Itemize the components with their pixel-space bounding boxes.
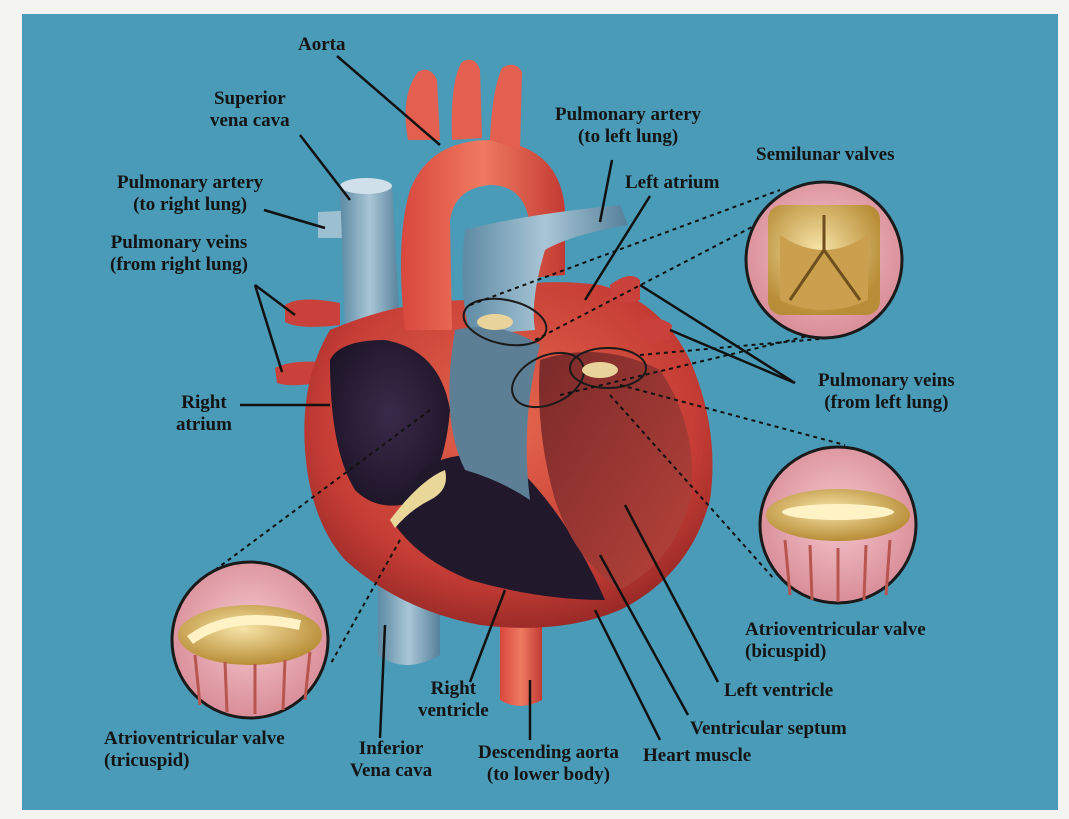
- label-pulmonary-artery-right: Pulmonary artery (to right lung): [117, 172, 263, 216]
- label-right-atrium: Right atrium: [176, 392, 232, 436]
- aortic-valve-cusps: [477, 314, 513, 330]
- label-right-ventricle-line1: Right: [418, 678, 489, 700]
- label-pulmonary-veins-left: Pulmonary veins (from left lung): [818, 370, 955, 414]
- label-ivc-line1: Inferior: [350, 738, 432, 760]
- label-inferior-vena-cava: Inferior Vena cava: [350, 738, 432, 782]
- label-av-valve-tricuspid: Atrioventricular valve (tricuspid): [104, 728, 285, 772]
- label-left-ventricle: Left ventricle: [724, 680, 833, 702]
- label-bicuspid-line2: (bicuspid): [745, 641, 926, 663]
- superior-vena-cava: [340, 179, 400, 331]
- label-ivc-line2: Vena cava: [350, 760, 432, 782]
- aortic-branch-3: [490, 65, 522, 150]
- label-pv-right-line2: (from right lung): [110, 254, 248, 276]
- label-pv-right-line1: Pulmonary veins: [110, 232, 248, 254]
- pulmonary-vein-left-lower: [640, 318, 672, 340]
- label-desc-aorta-line2: (to lower body): [478, 764, 619, 786]
- label-svc-line2: vena cava: [210, 110, 290, 132]
- label-heart-muscle: Heart muscle: [643, 745, 751, 767]
- aortic-branch-2: [452, 60, 482, 140]
- tricuspid-valve-inset: [172, 562, 328, 718]
- label-right-atrium-line1: Right: [176, 392, 232, 414]
- label-semilunar-valves: Semilunar valves: [756, 144, 894, 166]
- label-right-ventricle-line2: ventricle: [418, 700, 489, 722]
- label-pa-right-line1: Pulmonary artery: [117, 172, 263, 194]
- label-semilunar-line1: Semilunar valves: [756, 144, 894, 166]
- semilunar-valves-inset: [746, 182, 902, 338]
- bicuspid-valve-inset: [760, 447, 916, 603]
- label-pv-left-line1: Pulmonary veins: [818, 370, 955, 392]
- label-pulmonary-artery-left: Pulmonary artery (to left lung): [555, 104, 701, 148]
- label-right-ventricle: Right ventricle: [418, 678, 489, 722]
- svc-opening: [340, 178, 392, 194]
- label-left-atrium-line1: Left atrium: [625, 172, 719, 194]
- mitral-valve-cusps: [582, 362, 618, 378]
- label-ventricular-septum: Ventricular septum: [690, 718, 847, 740]
- label-aorta: Aorta: [298, 34, 345, 56]
- label-aorta-line1: Aorta: [298, 34, 345, 56]
- label-tricuspid-line2: (tricuspid): [104, 750, 285, 772]
- label-right-atrium-line2: atrium: [176, 414, 232, 436]
- label-svc-line1: Superior: [210, 88, 290, 110]
- label-desc-aorta-line1: Descending aorta: [478, 742, 619, 764]
- label-septum-line1: Ventricular septum: [690, 718, 847, 740]
- label-pa-left-line1: Pulmonary artery: [555, 104, 701, 126]
- label-heart-muscle-line1: Heart muscle: [643, 745, 751, 767]
- label-av-valve-bicuspid: Atrioventricular valve (bicuspid): [745, 619, 926, 663]
- label-bicuspid-line1: Atrioventricular valve: [745, 619, 926, 641]
- label-pa-left-line2: (to left lung): [555, 126, 701, 148]
- label-left-ventricle-line1: Left ventricle: [724, 680, 833, 702]
- label-left-atrium: Left atrium: [625, 172, 719, 194]
- label-superior-vena-cava: Superior vena cava: [210, 88, 290, 132]
- label-pv-left-line2: (from left lung): [818, 392, 955, 414]
- label-pulmonary-veins-right: Pulmonary veins (from right lung): [110, 232, 248, 276]
- label-descending-aorta: Descending aorta (to lower body): [478, 742, 619, 786]
- label-pa-right-line2: (to right lung): [117, 194, 263, 216]
- label-tricuspid-line1: Atrioventricular valve: [104, 728, 285, 750]
